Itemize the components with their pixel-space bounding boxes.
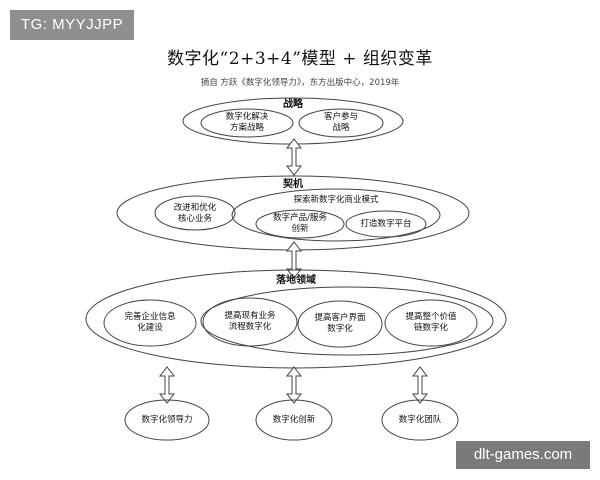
outcome-1: 数字化领导力 (141, 415, 193, 425)
landing-left-item-ellipse (103, 299, 197, 347)
landing-heading: 落地领域 (276, 275, 316, 286)
outcome-2-ellipse (255, 399, 333, 441)
landing-group-item-1-ellipse (202, 297, 298, 347)
arrow-landing-outcome-3 (412, 366, 428, 404)
landing-ellipse (85, 269, 507, 369)
opportunity-group-item-2: 打造数字平台 (360, 219, 412, 229)
opportunity-left-item: 改进和优化 核心业务 (173, 203, 217, 224)
landing-group-item-2-ellipse (297, 300, 383, 348)
landing-group-item-2: 提高客户界面 数字化 (314, 313, 366, 334)
strategy-item-2-ellipse (298, 108, 384, 138)
landing-group-ellipse (200, 286, 494, 356)
strategy-item-1: 数字化解决 方案战略 (225, 112, 269, 133)
diagram-title: 数字化“2+3+4”模型 + 组织变革 (167, 49, 433, 69)
strategy-item-1-ellipse (200, 108, 294, 138)
opportunity-group-item-1-ellipse (255, 209, 345, 239)
landing-group-item-3-ellipse (384, 299, 478, 347)
arrow-opportunity-landing (286, 241, 302, 279)
outcome-3: 数字化团队 (398, 415, 442, 425)
opportunity-group-label: 探索新数字化商业模式 (293, 195, 379, 205)
strategy-heading: 战略 (283, 99, 303, 110)
opportunity-heading: 契机 (283, 179, 303, 190)
landing-left-item: 完善企业信息 化建设 (124, 312, 176, 333)
arrow-landing-outcome-2 (286, 366, 302, 404)
diagram-subtitle: 摘自 方跃《数字化领导力》，东方出版中心，2019年 (200, 78, 400, 88)
landing-group-item-1: 提高现有业务 流程数字化 (224, 311, 276, 332)
opportunity-group-item-2-ellipse (345, 210, 427, 238)
outcome-3-ellipse (381, 399, 459, 441)
opportunity-left-item-ellipse (154, 195, 236, 231)
arrow-landing-outcome-1 (159, 366, 175, 404)
landing-group-item-3: 提高整个价值 链数字化 (405, 312, 457, 333)
strategy-item-2: 客户参与 战略 (323, 112, 358, 133)
opportunity-group-item-1: 数字产品/服务 创新 (273, 213, 327, 234)
opportunity-group-ellipse (231, 188, 441, 242)
outcome-1-ellipse (124, 399, 210, 441)
watermark-site: dlt-games.com (456, 441, 590, 469)
outcome-2: 数字化创新 (272, 415, 316, 425)
watermark-tag: TG: MYYJJPP (10, 10, 134, 40)
